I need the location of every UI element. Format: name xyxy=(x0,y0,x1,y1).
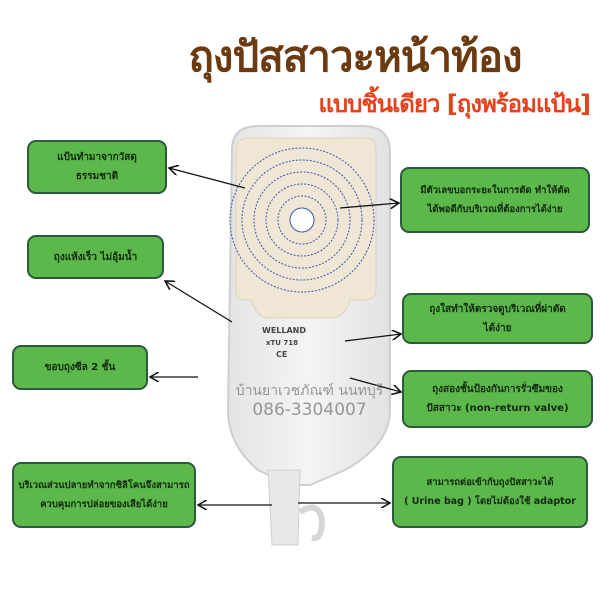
stoma-hole xyxy=(289,207,315,233)
callout-arrows xyxy=(150,168,401,505)
callout-text: ถุงใสทำให้ตรวจดูบริเวณที่ผ่าตัด xyxy=(429,303,566,315)
callout-text: ขอบถุงซีล 2 ชั้น xyxy=(44,362,116,373)
watermark-phone: 086-3304007 xyxy=(252,400,367,420)
callout-text: มีตัวเลขบอกระยะในการตัด ทำให้ตัด xyxy=(420,185,570,196)
callout-non-return-valve: ถุงสองชั้นป้องกันการรั่วซึมของ ปัสสาวะ (… xyxy=(402,370,593,428)
watermark-shop: บ้านยาเวชภัณฑ์ นนทบุรี xyxy=(235,383,384,399)
page-subtitle: แบบชิ้นเดียว [ถุงพร้อมแป้น] xyxy=(318,90,591,118)
callout-text: ถุงสองชั้นป้องกันการรั่วซึมของ xyxy=(432,384,563,395)
callout-natural-material: แป้นทำมาจากวัสดุ ธรรมชาติ xyxy=(27,140,167,194)
callout-clear-bag: ถุงใสทำให้ตรวจดูบริเวณที่ผ่าตัด ได้ง่าย xyxy=(402,293,593,344)
callout-double-seal: ขอบถุงซีล 2 ชั้น xyxy=(12,345,148,390)
callout-silicone-outlet: บริเวณส่วนปลายทำจากซิลิโคนจึงสามารถ ควบค… xyxy=(12,462,196,528)
ce-mark: CE xyxy=(276,350,288,359)
callout-urine-bag-connection: สามารถต่อเข้ากับถุงปัสสาวะได้ ( Urine ba… xyxy=(392,456,588,528)
callout-text: ได้ง่าย xyxy=(483,322,512,334)
callout-text: ปัสสาวะ (non-return valve) xyxy=(426,403,569,414)
outlet-cap xyxy=(298,504,326,542)
page-title: ถุงปัสสาวะหน้าท้อง xyxy=(188,32,523,81)
callout-text: ( Urine bag ) โดยไม่ต้องใช้ adaptor xyxy=(404,496,576,507)
callout-text: ได้พอดีกับบริเวณที่ต้องการได้ง่าย xyxy=(427,204,563,215)
callout-text: บริเวณส่วนปลายทำจากซิลิโคนจึงสามารถ xyxy=(18,480,190,491)
callout-quick-dry: ถุงแห้งเร็ว ไม่อุ้มน้ำ xyxy=(27,235,164,279)
outlet-tube xyxy=(267,469,301,546)
callout-text: แป้นทำมาจากวัสดุ xyxy=(57,152,137,163)
brand-label: WELLAND xyxy=(262,326,307,335)
callout-text: ธรรมชาติ xyxy=(75,171,119,182)
callout-text: สามารถต่อเข้ากับถุงปัสสาวะได้ xyxy=(426,477,554,488)
callout-text: ถุงแห้งเร็ว ไม่อุ้มน้ำ xyxy=(53,251,138,263)
product-code: xTU 718 xyxy=(266,339,299,347)
callout-cutting-guide: มีตัวเลขบอกระยะในการตัด ทำให้ตัด ได้พอดี… xyxy=(400,167,590,233)
callout-text: ควบคุมการปล่อยของเสียได้ง่าย xyxy=(40,499,168,510)
cutting-guide-rings xyxy=(229,147,375,293)
